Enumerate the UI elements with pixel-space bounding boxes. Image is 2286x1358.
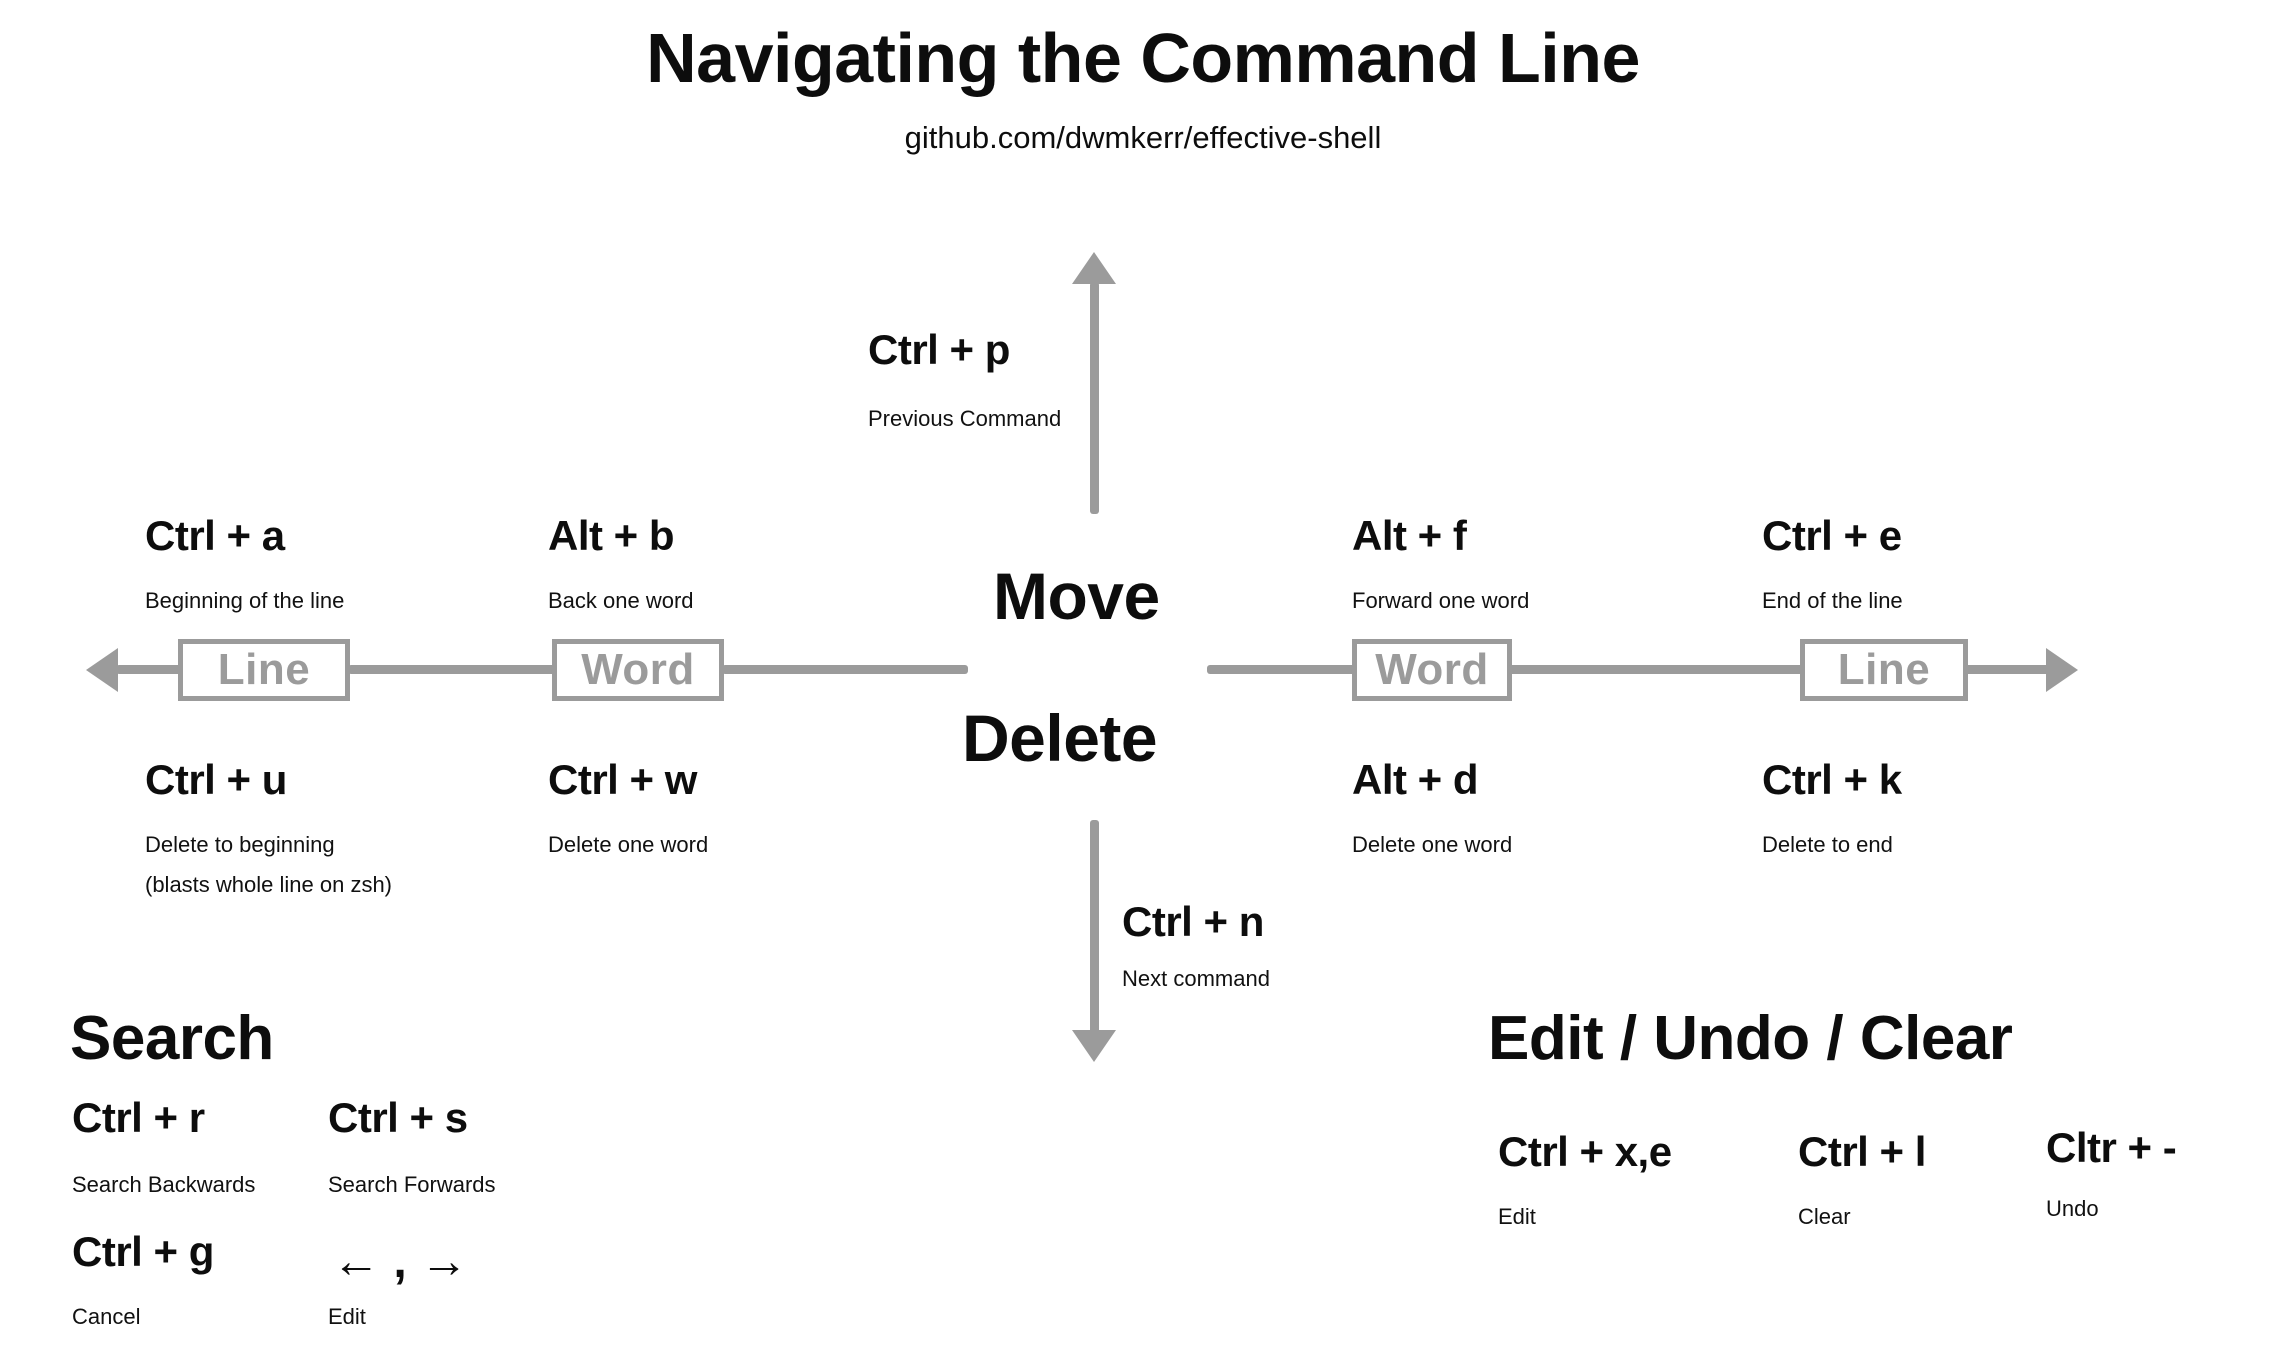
axis-segment-left-mid	[348, 665, 556, 674]
center-label-delete: Delete	[962, 701, 1158, 775]
shortcut-ctrl-r-desc: Search Backwards	[72, 1172, 256, 1197]
page-subtitle: github.com/dwmkerr/effective-shell	[904, 120, 1382, 155]
shortcut-alt-b-combo: Alt + b	[548, 512, 675, 559]
shortcut-ctrl-e-combo: Ctrl + e	[1762, 512, 1902, 559]
shortcut-cltr-minus-combo: Cltr + -	[2046, 1124, 2177, 1171]
shortcut-ctrl-p-combo: Ctrl + p	[868, 326, 1010, 373]
arrow-left-icon	[86, 648, 118, 692]
page-title: Navigating the Command Line	[646, 19, 1640, 97]
shortcut-ctrl-s-desc: Search Forwards	[328, 1172, 496, 1197]
axis-segment-left-inner	[722, 665, 968, 674]
shortcut-ctrl-p-desc: Previous Command	[868, 406, 1062, 431]
shortcut-alt-f-desc: Forward one word	[1352, 588, 1530, 613]
unit-box-right-word: Word	[1352, 639, 1512, 701]
arrow-left-right-keys-icon: ← , →	[332, 1235, 469, 1288]
shortcut-ctrl-l-desc: Clear	[1798, 1204, 1851, 1229]
shortcut-ctrl-g-combo: Ctrl + g	[72, 1228, 214, 1275]
shortcut-ctrl-k-combo: Ctrl + k	[1762, 756, 1902, 803]
axis-segment-left-tip	[116, 665, 182, 674]
section-heading-search: Search	[70, 1004, 274, 1073]
shortcut-alt-d-combo: Alt + d	[1352, 756, 1479, 803]
axis-segment-right-mid	[1508, 665, 1806, 674]
arrow-up-icon	[1072, 252, 1116, 284]
shortcut-ctrl-r-combo: Ctrl + r	[72, 1094, 205, 1141]
shortcut-ctrl-l-combo: Ctrl + l	[1798, 1128, 1926, 1175]
vertical-axis-down-line	[1090, 820, 1099, 1038]
shortcut-alt-f-combo: Alt + f	[1352, 512, 1467, 559]
shortcut-alt-d-desc: Delete one word	[1352, 832, 1513, 857]
unit-box-left-line: Line	[178, 639, 350, 701]
shortcut-ctrl-u-desc: Delete to beginning	[145, 832, 335, 857]
axis-segment-right-tip	[1964, 665, 2050, 674]
shortcut-ctrl-a-combo: Ctrl + a	[145, 512, 285, 559]
shortcut-ctrl-w-combo: Ctrl + w	[548, 756, 697, 803]
center-label-move: Move	[993, 559, 1160, 633]
shortcut-ctrl-n-desc: Next command	[1122, 966, 1270, 991]
shortcut-cltr-minus-desc: Undo	[2046, 1196, 2099, 1221]
shortcut-alt-b-desc: Back one word	[548, 588, 694, 613]
section-heading-edit-undo-clear: Edit / Undo / Clear	[1488, 1004, 2013, 1073]
shortcut-ctrl-u-combo: Ctrl + u	[145, 756, 287, 803]
shortcut-ctrl-n-combo: Ctrl + n	[1122, 898, 1264, 945]
shortcut-ctrl-a-desc: Beginning of the line	[145, 588, 345, 613]
shortcut-ctrl-u-desc-secondary: (blasts whole line on zsh)	[145, 872, 393, 897]
vertical-axis-up-line	[1090, 282, 1099, 514]
unit-box-right-line: Line	[1800, 639, 1968, 701]
arrow-down-icon	[1072, 1030, 1116, 1062]
shortcut-ctrl-xe-desc: Edit	[1498, 1204, 1536, 1229]
shortcut-ctrl-k-desc: Delete to end	[1762, 832, 1893, 857]
unit-box-left-word: Word	[552, 639, 724, 701]
shortcut-ctrl-g-desc: Cancel	[72, 1304, 141, 1329]
axis-segment-right-inner	[1207, 665, 1357, 674]
shortcut-ctrl-e-desc: End of the line	[1762, 588, 1903, 613]
arrow-right-icon	[2046, 648, 2078, 692]
shortcut-ctrl-w-desc: Delete one word	[548, 832, 709, 857]
shortcut-ctrl-xe-combo: Ctrl + x,e	[1498, 1128, 1672, 1175]
shortcut-arrow-keys-desc: Edit	[328, 1304, 366, 1329]
shortcut-ctrl-s-combo: Ctrl + s	[328, 1094, 468, 1141]
